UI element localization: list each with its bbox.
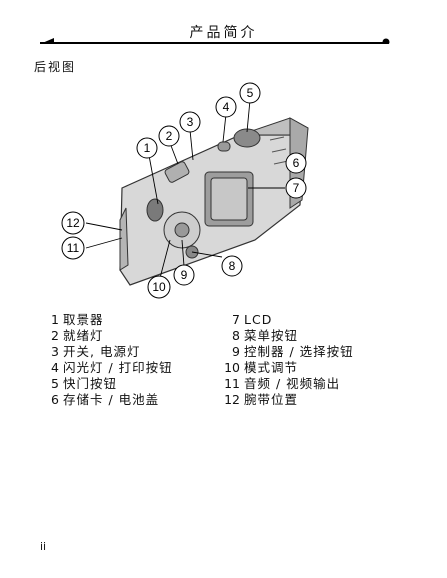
callout-1: 1 [136, 137, 158, 159]
legend-item: 10 模式调节 [222, 360, 354, 376]
camera-illustration [119, 117, 309, 286]
svg-text:8: 8 [229, 259, 236, 273]
callout-2: 2 [158, 125, 180, 147]
section-title: 后视图 [34, 60, 77, 74]
header-rule [40, 38, 390, 44]
legend-label: 就绪灯 [63, 328, 104, 343]
legend-number: 1 [51, 312, 59, 327]
callout-10: 10 [147, 275, 171, 299]
legend-number: 4 [51, 360, 59, 375]
svg-text:1: 1 [144, 141, 151, 155]
legend-label: 音频 / 视频输出 [244, 376, 341, 391]
legend-number: 9 [232, 344, 240, 359]
callout-12: 12 [61, 211, 85, 235]
svg-text:9: 9 [181, 268, 188, 282]
legend-label: 闪光灯 / 打印按钮 [63, 360, 173, 375]
legend-number: 12 [224, 392, 240, 407]
legend-label: 取景器 [63, 312, 104, 327]
callout-4: 4 [215, 96, 237, 118]
legend-number: 7 [232, 312, 240, 327]
legend-number: 6 [51, 392, 59, 407]
svg-text:6: 6 [293, 156, 300, 170]
svg-text:4: 4 [223, 100, 230, 114]
legend-left-column: 1 取景器 2 就绪灯 3 开关, 电源灯 4 闪光灯 / 打印按钮 5 快门按钮 6 存储… [41, 312, 173, 408]
legend-label: 菜单按钮 [244, 328, 299, 343]
legend-item: 1 取景器 [41, 312, 173, 328]
legend-item: 5 快门按钮 [41, 376, 173, 392]
page-number: ii [40, 540, 47, 553]
legend-label: 腕带位置 [244, 392, 299, 407]
svg-text:7: 7 [293, 181, 300, 195]
svg-text:2: 2 [166, 129, 173, 143]
svg-text:11: 11 [67, 241, 80, 255]
legend-number: 10 [224, 360, 240, 375]
legend-label: LCD [244, 312, 273, 327]
legend-item: 11 音频 / 视频输出 [222, 376, 354, 392]
legend-number: 2 [51, 328, 59, 343]
callout-5: 5 [239, 82, 261, 104]
svg-text:12: 12 [66, 216, 80, 230]
legend-item: 12 腕带位置 [222, 392, 354, 408]
legend-label: 控制器 / 选择按钮 [244, 344, 354, 359]
legend-item: 2 就绪灯 [41, 328, 173, 344]
callout-3: 3 [179, 111, 201, 133]
legend-number: 3 [51, 344, 59, 359]
legend-item: 9 控制器 / 选择按钮 [222, 344, 354, 360]
legend-item: 6 存储卡 / 电池盖 [41, 392, 173, 408]
legend-right-column: 7 LCD 8 菜单按钮 9 控制器 / 选择按钮 10 模式调节 11 音频 / 视频输… [222, 312, 354, 408]
callout-7: 7 [285, 177, 307, 199]
svg-text:3: 3 [187, 115, 194, 129]
svg-text:10: 10 [152, 280, 166, 294]
legend-label: 快门按钮 [63, 376, 118, 391]
callout-8: 8 [221, 255, 243, 277]
legend-label: 存储卡 / 电池盖 [63, 392, 160, 407]
page-header-title: 产品简介 [189, 25, 258, 41]
legend-item: 7 LCD [222, 312, 354, 328]
callout-6: 6 [285, 152, 307, 174]
callout-11: 11 [61, 236, 85, 260]
legend-number: 8 [232, 328, 240, 343]
camera-rear-view-diagram: 1 2 3 4 5 6 7 8 9 10 11 12 [61, 82, 309, 299]
legend-item: 8 菜单按钮 [222, 328, 354, 344]
legend-label: 模式调节 [244, 360, 299, 375]
legend-label: 开关, 电源灯 [63, 344, 141, 359]
svg-text:5: 5 [247, 86, 254, 100]
legend-number: 5 [51, 376, 59, 391]
callout-9: 9 [173, 264, 195, 286]
legend-item: 3 开关, 电源灯 [41, 344, 173, 360]
legend-number: 11 [224, 376, 240, 391]
legend-item: 4 闪光灯 / 打印按钮 [41, 360, 173, 376]
